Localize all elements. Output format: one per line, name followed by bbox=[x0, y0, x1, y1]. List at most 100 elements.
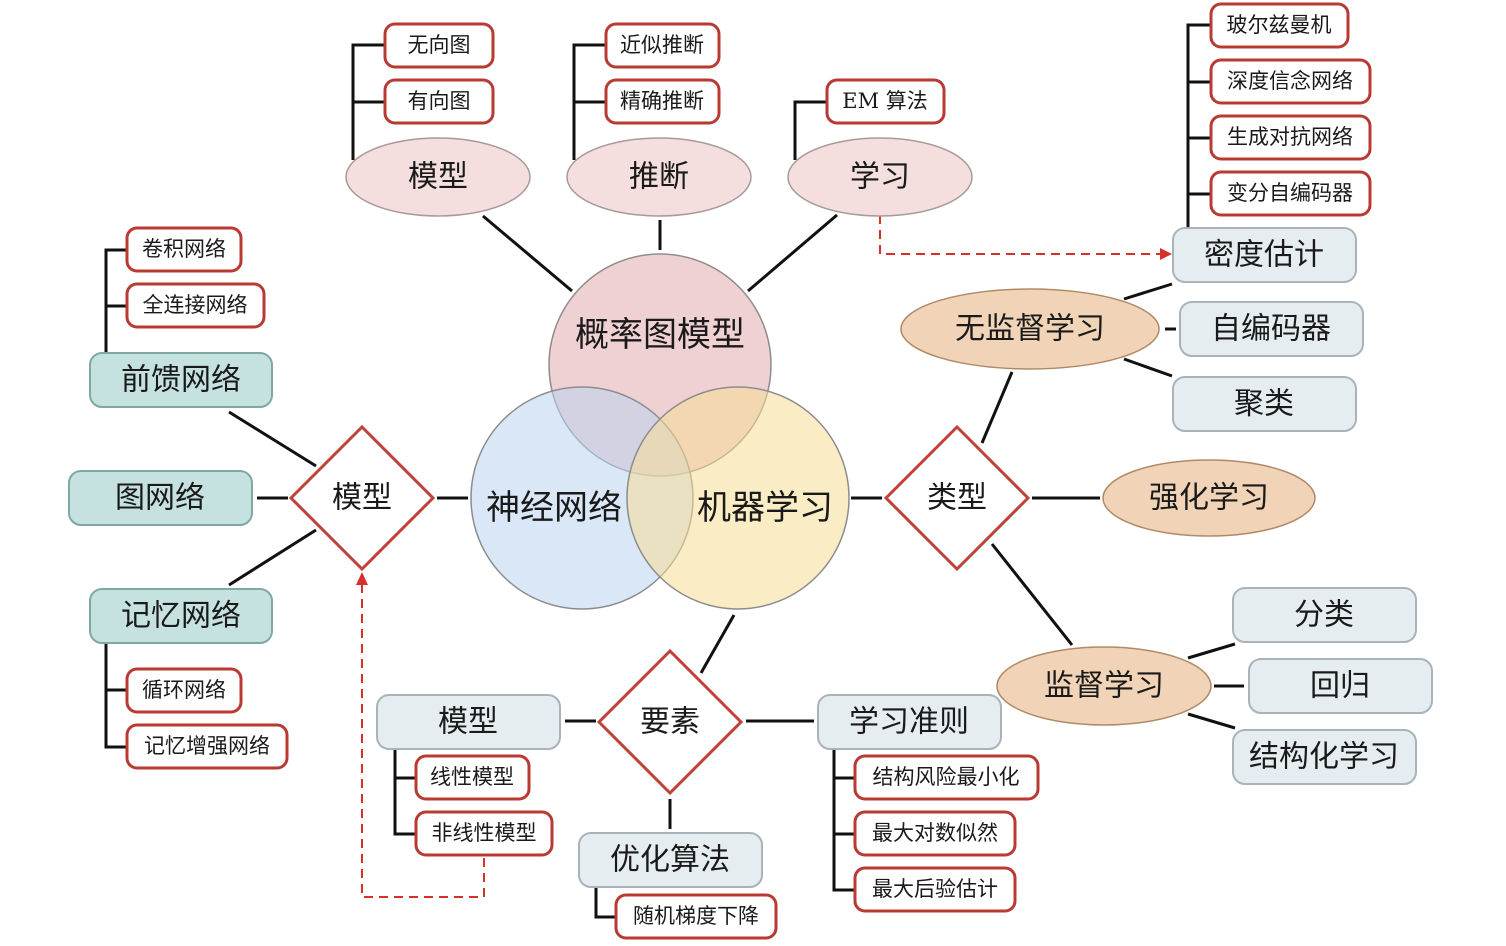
leaf-gan[interactable] bbox=[1209, 114, 1372, 161]
leaf-memory-augmented[interactable] bbox=[125, 723, 289, 770]
node-supervised-label: 监督学习 bbox=[1044, 669, 1164, 704]
hub-elements[interactable] bbox=[596, 648, 744, 796]
hub-ml-type-label: 类型 bbox=[927, 481, 987, 516]
leaf-directed-graph-label: 有向图 bbox=[408, 89, 471, 113]
tree-feedforward bbox=[104, 248, 127, 353]
node-learning-criterion[interactable] bbox=[817, 694, 1002, 750]
hub-nn-model-label: 模型 bbox=[332, 481, 392, 516]
leaf-rnn-label: 循环网络 bbox=[142, 678, 226, 702]
node-supervised[interactable] bbox=[996, 646, 1212, 726]
connector-elements-hub bbox=[699, 614, 736, 674]
connector-classification bbox=[1187, 642, 1236, 660]
leaf-srm[interactable] bbox=[853, 754, 1040, 801]
leaf-undirected-graph-label: 无向图 bbox=[408, 33, 471, 57]
dashed-links bbox=[356, 215, 1172, 898]
venn-label-nn: 神经网络 bbox=[486, 488, 622, 528]
tree-opt bbox=[594, 887, 616, 919]
leaf-nonlinear-model[interactable] bbox=[414, 810, 554, 857]
leaf-dbn-label: 深度信念网络 bbox=[1227, 69, 1353, 93]
hub-nn-model[interactable] bbox=[288, 424, 436, 572]
pgm-branch: 模型 推断 学习 无向图 有向图 近似推断 精确推断 EM 算法 bbox=[345, 22, 973, 217]
node-el-model-label: 模型 bbox=[438, 705, 498, 740]
tree-density bbox=[1186, 23, 1211, 228]
node-pgm-model[interactable] bbox=[345, 137, 531, 217]
connector-density bbox=[1123, 282, 1173, 301]
node-pgm-model-label: 模型 bbox=[408, 160, 468, 195]
leaf-mle-label: 最大对数似然 bbox=[872, 821, 998, 845]
node-reinforcement[interactable] bbox=[1102, 459, 1316, 537]
node-reinforcement-label: 强化学习 bbox=[1149, 481, 1269, 516]
node-memory-network[interactable] bbox=[89, 588, 273, 644]
node-memory-network-label: 记忆网络 bbox=[121, 599, 241, 634]
leaf-exact-inference[interactable] bbox=[604, 78, 721, 125]
leaf-cnn[interactable] bbox=[125, 226, 243, 273]
venn-circle-ml[interactable] bbox=[626, 386, 850, 610]
leaf-map-label: 最大后验估计 bbox=[872, 877, 998, 901]
leaf-sgd-label: 随机梯度下降 bbox=[633, 904, 759, 928]
leaf-em-algorithm[interactable] bbox=[825, 78, 946, 125]
node-autoencoder-label: 自编码器 bbox=[1211, 312, 1331, 347]
ml-branch: 类型 无监督学习 强化学习 监督学习 密度估计 自编码器 聚类 玻尔兹曼机 深度… bbox=[883, 2, 1433, 785]
node-unsupervised[interactable] bbox=[900, 288, 1160, 370]
node-regression[interactable] bbox=[1248, 658, 1433, 714]
node-density-estimation-label: 密度估计 bbox=[1204, 238, 1324, 273]
node-pgm-learning[interactable] bbox=[787, 137, 973, 217]
hub-ml-type[interactable] bbox=[883, 424, 1031, 572]
tree-pgm-learning bbox=[793, 100, 827, 160]
leaf-undirected-graph[interactable] bbox=[383, 22, 495, 69]
connector-pgm-learning bbox=[747, 213, 838, 293]
node-pgm-inference[interactable] bbox=[566, 137, 752, 217]
elements-branch: 要素 模型 学习准则 优化算法 线性模型 非线性模型 结构风险最小化 最大对数似… bbox=[376, 648, 1040, 940]
tree-pgm-model bbox=[351, 43, 385, 160]
leaf-em-algorithm-label: EM 算法 bbox=[842, 89, 928, 113]
arrowhead-icon bbox=[1160, 248, 1172, 260]
leaf-directed-graph[interactable] bbox=[383, 78, 495, 125]
leaf-map[interactable] bbox=[853, 866, 1017, 913]
node-pgm-learning-label: 学习 bbox=[850, 160, 910, 195]
arrowhead-icon bbox=[356, 572, 368, 585]
leaf-approx-inference[interactable] bbox=[604, 22, 721, 69]
leaf-gan-label: 生成对抗网络 bbox=[1227, 125, 1353, 149]
venn-label-ml: 机器学习 bbox=[697, 488, 833, 528]
node-classification-label: 分类 bbox=[1294, 598, 1354, 633]
leaf-approx-inference-label: 近似推断 bbox=[620, 33, 704, 57]
leaf-dbn[interactable] bbox=[1209, 58, 1372, 105]
tree-pgm-inference bbox=[572, 43, 606, 160]
venn-label-pgm: 概率图模型 bbox=[575, 315, 745, 355]
node-feedforward[interactable] bbox=[89, 352, 273, 408]
leaf-linear-model-label: 线性模型 bbox=[430, 765, 514, 789]
node-clustering[interactable] bbox=[1172, 376, 1357, 432]
nn-branch: 模型 前馈网络 图网络 记忆网络 卷积网络 全连接网络 循环网络 记忆增强网络 bbox=[68, 226, 436, 770]
node-el-model[interactable] bbox=[376, 694, 561, 750]
node-graph-network-label: 图网络 bbox=[115, 481, 205, 516]
node-optimization[interactable] bbox=[578, 832, 763, 888]
leaf-exact-inference-label: 精确推断 bbox=[620, 89, 704, 113]
leaf-fully-connected[interactable] bbox=[125, 282, 266, 329]
leaf-vae-label: 变分自编码器 bbox=[1227, 181, 1353, 205]
dashed-link-nonlinear-model bbox=[361, 584, 485, 898]
node-feedforward-label: 前馈网络 bbox=[121, 363, 241, 398]
dashed-link-learning-density bbox=[879, 215, 1160, 255]
node-classification[interactable] bbox=[1232, 587, 1417, 643]
leaf-vae[interactable] bbox=[1209, 170, 1372, 217]
node-structured-learning[interactable] bbox=[1232, 729, 1417, 785]
connector-supervised bbox=[990, 543, 1074, 646]
tree-el-model bbox=[393, 749, 416, 836]
tree-memory bbox=[104, 643, 127, 749]
node-graph-network[interactable] bbox=[68, 470, 253, 526]
node-clustering-label: 聚类 bbox=[1234, 387, 1294, 422]
leaf-mle[interactable] bbox=[853, 810, 1017, 857]
node-autoencoder[interactable] bbox=[1179, 301, 1364, 357]
leaf-linear-model[interactable] bbox=[414, 754, 531, 801]
leaf-rnn[interactable] bbox=[125, 667, 243, 714]
node-pgm-inference-label: 推断 bbox=[629, 160, 689, 195]
leaf-boltzmann-machine[interactable] bbox=[1209, 2, 1350, 49]
hub-elements-label: 要素 bbox=[640, 705, 700, 740]
node-regression-label: 回归 bbox=[1310, 669, 1370, 704]
leaf-sgd[interactable] bbox=[614, 893, 778, 940]
node-density-estimation[interactable] bbox=[1172, 227, 1357, 283]
node-unsupervised-label: 无监督学习 bbox=[955, 312, 1105, 347]
node-structured-learning-label: 结构化学习 bbox=[1249, 740, 1399, 775]
tree-criterion bbox=[832, 749, 855, 892]
